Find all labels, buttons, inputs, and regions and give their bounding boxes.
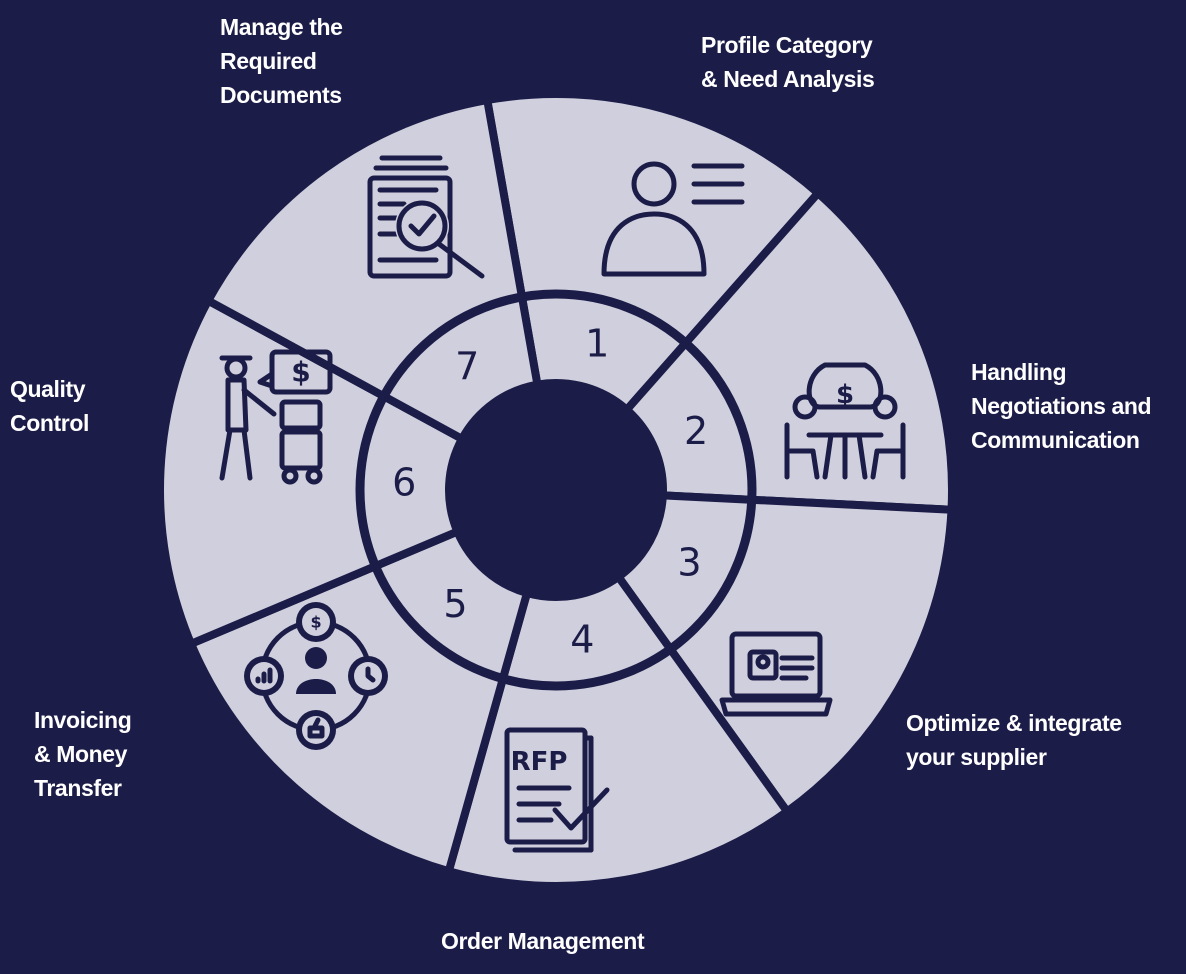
step-number-6: 6 <box>392 460 416 504</box>
inner-ring <box>355 289 757 691</box>
step-label-3: Optimize & integrate your supplier <box>906 706 1122 774</box>
rfp-document-icon: RFP <box>504 727 610 853</box>
step-label-7-line: Required <box>220 48 317 74</box>
step-label-2: Handling Negotiations and Communication <box>971 355 1152 457</box>
negotiation-dollar-text: $ <box>836 380 854 410</box>
step-label-7-line: Documents <box>220 82 342 108</box>
negotiation-icon: $ <box>784 362 906 480</box>
rfp-text: RFP <box>511 747 568 777</box>
step-number-2: 2 <box>684 409 708 453</box>
step-label-6: Quality Control <box>10 372 89 440</box>
step-label-3-line: your supplier <box>906 744 1047 770</box>
laptop-supplier-icon <box>719 631 833 717</box>
user-profile-icon <box>601 161 745 277</box>
step-label-5-line: & Money <box>34 741 128 767</box>
step-label-4-line: Order Management <box>441 928 645 954</box>
step-label-7-line: Manage the <box>220 14 343 40</box>
step-label-6-line: Control <box>10 410 89 436</box>
inner-ring-circle <box>355 289 757 691</box>
document-search-icon <box>367 155 485 279</box>
step-label-5-line: Transfer <box>34 775 122 801</box>
step-label-2-line: Communication <box>971 427 1140 453</box>
step-label-1-line: & Need Analysis <box>701 66 875 92</box>
wheel-center <box>449 383 663 597</box>
step-label-1-line: Profile Category <box>701 32 873 58</box>
quality-inspector-icon: $ <box>219 349 333 485</box>
step-label-5-line: Invoicing <box>34 707 132 733</box>
step-label-5: Invoicing & Money Transfer <box>34 703 132 805</box>
step-label-7: Manage the Required Documents <box>220 10 343 112</box>
step-label-1: Profile Category & Need Analysis <box>701 28 875 96</box>
step-numbers: 1 2 3 4 5 6 7 <box>392 322 708 662</box>
step-label-2-line: Negotiations and <box>971 393 1152 419</box>
step-number-5: 5 <box>443 582 467 626</box>
network-dollar-text: $ <box>310 613 321 632</box>
step-number-4: 4 <box>570 618 594 662</box>
step-label-3-line: Optimize & integrate <box>906 710 1122 736</box>
step-label-6-line: Quality <box>10 376 86 402</box>
money-network-icon: $ <box>244 602 388 750</box>
step-label-2-line: Handling <box>971 359 1067 385</box>
inspector-dollar-text: $ <box>291 356 310 389</box>
step-number-3: 3 <box>677 541 701 585</box>
step-number-7: 7 <box>455 345 479 389</box>
step-number-1: 1 <box>585 322 609 366</box>
step-label-4: Order Management <box>441 924 645 958</box>
